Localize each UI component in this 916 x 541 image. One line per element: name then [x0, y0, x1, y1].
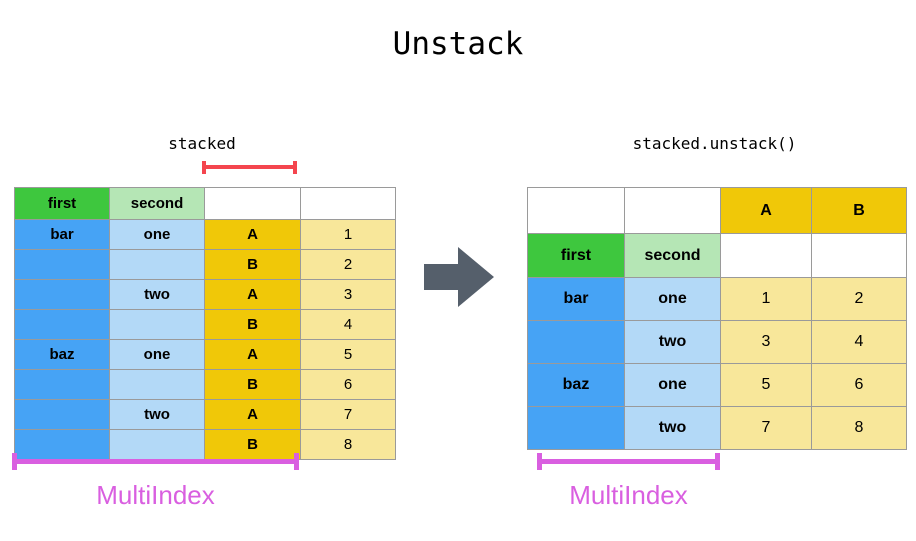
caption-unstacked: stacked.unstack()	[632, 134, 797, 153]
table-stacked: first second bar one A 1 B 2 two A 3 B	[14, 187, 396, 460]
cell-second: one	[109, 219, 205, 250]
cell-value-b: 8	[811, 406, 907, 450]
bracket-bar	[202, 165, 297, 169]
bracket-bar	[537, 459, 720, 464]
table-row: baz one 5 6	[527, 363, 907, 407]
cell-first	[14, 369, 110, 400]
header-cell-column-b: B	[811, 187, 907, 234]
bracket-cap-left	[537, 453, 542, 470]
cell-level: A	[204, 339, 301, 370]
cell-first	[14, 279, 110, 310]
cell-level: B	[204, 249, 301, 280]
cell-value-a: 5	[720, 363, 812, 407]
header-cell-blank-1	[204, 187, 301, 220]
cell-level: B	[204, 429, 301, 460]
page-title: Unstack	[392, 26, 524, 62]
table-row: B 6	[14, 369, 396, 400]
table-row: bar one A 1	[14, 219, 396, 250]
bracket-bar	[12, 459, 299, 464]
cell-first: bar	[14, 219, 110, 250]
table-row: baz one A 5	[14, 339, 396, 370]
cell-second	[109, 309, 205, 340]
cell-value: 2	[300, 249, 396, 280]
cell-second: two	[624, 406, 721, 450]
cell-value-b: 6	[811, 363, 907, 407]
cell-value-b: 4	[811, 320, 907, 364]
cell-level: A	[204, 219, 301, 250]
cell-second: two	[624, 320, 721, 364]
table-row: B 2	[14, 249, 396, 280]
cell-level: A	[204, 399, 301, 430]
header-cell-second: second	[109, 187, 205, 220]
table-row: two 7 8	[527, 406, 907, 450]
table-unstacked: A B first second bar one 1 2 two 3 4 baz…	[527, 187, 907, 450]
bracket-cap-left	[202, 161, 206, 174]
cell-second: two	[109, 399, 205, 430]
table-header-row-index-names: first second	[527, 233, 907, 278]
cell-value-a: 7	[720, 406, 812, 450]
cell-value-a: 3	[720, 320, 812, 364]
cell-second: one	[624, 363, 721, 407]
caption-stacked: stacked	[168, 134, 236, 153]
cell-value: 3	[300, 279, 396, 310]
bracket-cap-right	[294, 453, 299, 470]
cell-value: 1	[300, 219, 396, 250]
table-row: bar one 1 2	[527, 277, 907, 321]
multiindex-label-right: MultiIndex	[569, 480, 688, 510]
cell-first: baz	[14, 339, 110, 370]
cell-first	[527, 320, 625, 364]
cell-first: baz	[527, 363, 625, 407]
cell-level: B	[204, 309, 301, 340]
header-cell-blank-1	[527, 187, 625, 234]
cell-value: 6	[300, 369, 396, 400]
header-cell-blank-4	[811, 233, 907, 278]
cell-first	[14, 309, 110, 340]
cell-second: two	[109, 279, 205, 310]
cell-first	[14, 249, 110, 280]
cell-second: one	[109, 339, 205, 370]
table-row: two A 3	[14, 279, 396, 310]
table-row: two 3 4	[527, 320, 907, 364]
bracket-cap-left	[12, 453, 17, 470]
columns-bracket	[202, 161, 297, 174]
cell-second	[109, 249, 205, 280]
cell-first	[14, 399, 110, 430]
cell-first	[527, 406, 625, 450]
table-row: two A 7	[14, 399, 396, 430]
table-row: B 4	[14, 309, 396, 340]
right-arrow-icon	[424, 247, 494, 307]
header-cell-column-a: A	[720, 187, 812, 234]
cell-level: B	[204, 369, 301, 400]
bracket-cap-right	[293, 161, 297, 174]
header-cell-first: first	[527, 233, 625, 278]
cell-value: 5	[300, 339, 396, 370]
multiindex-label-left: MultiIndex	[96, 480, 215, 510]
cell-value: 7	[300, 399, 396, 430]
cell-second	[109, 369, 205, 400]
table-header-row-columns: A B	[527, 187, 907, 234]
header-cell-first: first	[14, 187, 110, 220]
header-cell-blank-2	[300, 187, 396, 220]
cell-second: one	[624, 277, 721, 321]
multiindex-bracket-left	[12, 453, 299, 470]
cell-first: bar	[527, 277, 625, 321]
header-cell-second: second	[624, 233, 721, 278]
table-header-row: first second	[14, 187, 396, 220]
cell-value-b: 2	[811, 277, 907, 321]
cell-value: 4	[300, 309, 396, 340]
header-cell-blank-3	[720, 233, 812, 278]
cell-first	[14, 429, 110, 460]
header-cell-blank-2	[624, 187, 721, 234]
cell-level: A	[204, 279, 301, 310]
cell-value: 8	[300, 429, 396, 460]
bracket-cap-right	[715, 453, 720, 470]
cell-value-a: 1	[720, 277, 812, 321]
multiindex-bracket-right	[537, 453, 720, 470]
